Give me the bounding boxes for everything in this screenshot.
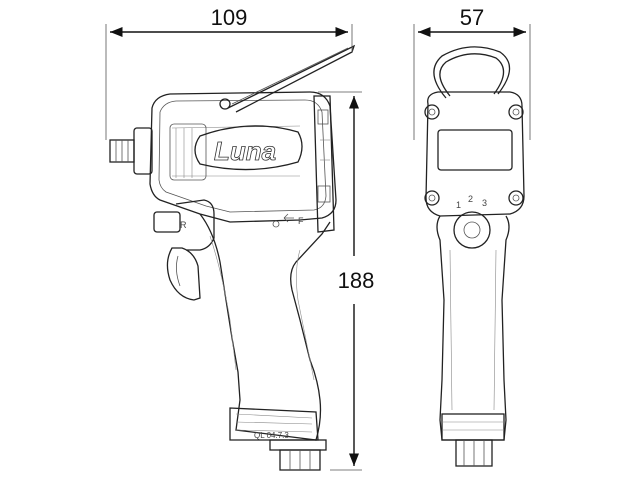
rear-housing (313, 95, 335, 233)
dimension-height-label: 188 (338, 268, 375, 293)
direction-indicator: F (272, 213, 304, 228)
front-hanger-loop (433, 46, 511, 99)
dimension-length-label: 109 (211, 5, 248, 30)
dimension-width: 57 (413, 5, 531, 140)
trigger: R (153, 199, 215, 301)
side-view: Luna R F (109, 44, 356, 471)
brand-logo-text: Luna (214, 136, 276, 166)
front-grip (436, 215, 510, 441)
speed-setting-3: 3 (482, 198, 487, 208)
speed-regulator: 1 2 3 (453, 194, 491, 249)
direction-marker: F (298, 216, 304, 226)
speed-setting-1: 1 (456, 200, 461, 210)
front-view: 1 2 3 (424, 46, 525, 467)
grip-code: QL 04.7.3 (254, 431, 289, 440)
front-top-plate (425, 91, 525, 217)
dimension-length: 109 (105, 5, 353, 140)
dimension-height: 188 (318, 91, 375, 471)
grip-handle: QL 04.7.3 (199, 213, 331, 441)
hammer-case (149, 91, 337, 223)
brand-logo: Luna (194, 125, 303, 171)
speed-setting-2: 2 (468, 194, 473, 204)
reverse-marker: R (180, 220, 187, 230)
front-screws (424, 104, 524, 206)
dimension-width-label: 57 (460, 5, 484, 30)
front-label-window (437, 129, 513, 171)
front-grip-base (441, 413, 505, 441)
air-inlet (269, 439, 327, 471)
hanger-loop (219, 44, 356, 113)
square-drive (109, 127, 153, 175)
